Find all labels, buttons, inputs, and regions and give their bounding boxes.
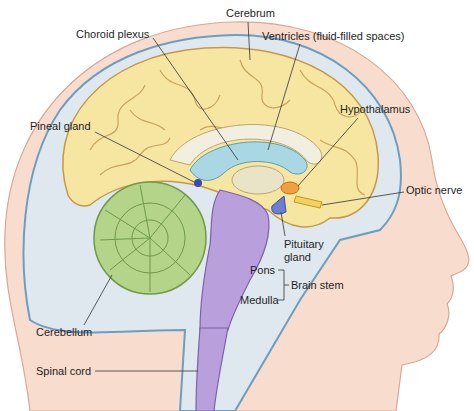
cerebellum-folia	[100, 185, 190, 292]
pituitary-shape	[272, 196, 286, 214]
part-label: Spinal cord	[36, 365, 91, 378]
part-label: Hypothalamus	[340, 103, 410, 116]
part-label: Choroid plexus	[76, 28, 149, 41]
part-label: Cerebellum	[36, 326, 92, 339]
pineal-dot	[194, 179, 202, 187]
skull-layer	[24, 35, 401, 411]
part-label: Brain stem	[291, 279, 344, 292]
hypothalamus-shape	[281, 182, 299, 194]
thalamus	[232, 166, 284, 194]
part-label: Medulla	[240, 294, 279, 307]
part-label: Pons	[250, 264, 275, 277]
optic-nerve-shape	[294, 196, 322, 208]
part-label: Pineal gland	[30, 120, 91, 133]
spinal-cord-shape	[196, 328, 228, 411]
part-label: Ventricles (fluid-filled spaces)	[262, 30, 404, 43]
head-skin	[5, 22, 469, 411]
bracket	[278, 270, 289, 300]
gyri-lines	[90, 60, 365, 195]
part-label: Cerebrum	[226, 7, 275, 20]
brain-stem-shape	[200, 190, 269, 330]
part-label: Optic nerve	[406, 184, 462, 197]
part-label: Pituitary gland	[284, 238, 336, 264]
leader-lines	[84, 22, 404, 371]
